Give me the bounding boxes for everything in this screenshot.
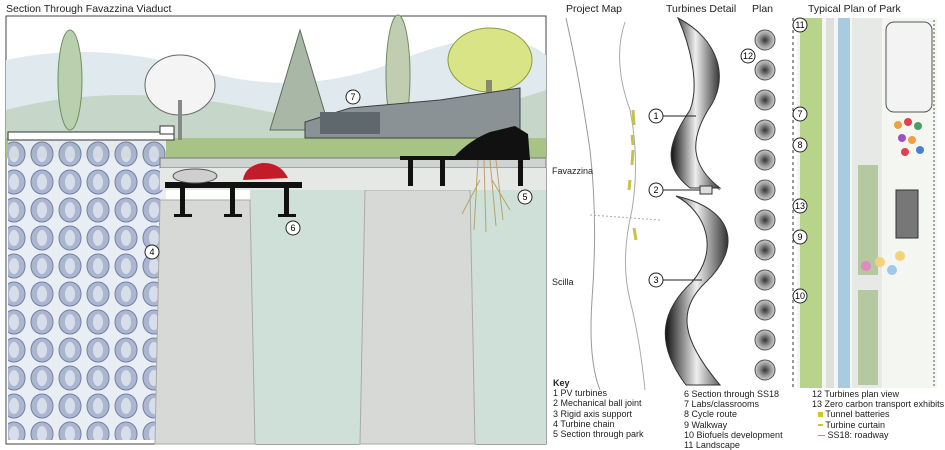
pine-tree <box>269 28 331 131</box>
svg-text:12: 12 <box>743 51 753 61</box>
turbine-upper <box>670 16 722 189</box>
plan-title: Plan <box>752 3 774 15</box>
callout-2: 2 <box>648 182 700 198</box>
key-col3: 12 Turbines plan view 13 Zero carbon tra… <box>812 389 944 440</box>
viaduct-pier-left <box>154 199 256 445</box>
transport-exhibit <box>895 189 919 239</box>
turbine-plan-circle <box>754 179 776 201</box>
svg-text:1: 1 <box>653 111 658 121</box>
turbines-detail-title: Turbines Detail <box>666 3 737 15</box>
key-item: 1 PV turbines <box>553 388 608 399</box>
grey-car <box>172 168 218 184</box>
callout-10: 10 <box>792 288 808 304</box>
key-item: 6 Section through SS18 <box>684 389 780 399</box>
turbine-lower <box>664 195 729 386</box>
park-structure <box>400 126 530 160</box>
turbine-plan-circle <box>754 239 776 261</box>
legend-item: Turbine curtain <box>812 420 944 430</box>
turbines-detail <box>664 16 729 386</box>
roadway-swatch <box>818 434 825 436</box>
viaduct-pier-right <box>359 189 476 445</box>
key-item: 13 Zero carbon transport exhibits <box>812 399 945 410</box>
callout-7: 7 <box>345 89 361 105</box>
walkway <box>826 18 834 388</box>
turbine-curtain-markers <box>627 109 638 241</box>
turbine-chain <box>8 140 166 440</box>
turbine-plan-circle <box>754 89 776 111</box>
callout-5: 5 <box>517 189 533 205</box>
building-outline <box>885 21 933 113</box>
section-view <box>5 14 547 445</box>
section-title: Section Through Favazzina Viaduct <box>6 3 172 15</box>
project-map-title: Project Map <box>566 3 623 15</box>
turbine-plan-circle <box>754 149 776 171</box>
callout-7-plan: 7 <box>792 106 808 122</box>
svg-text:10: 10 <box>795 291 805 301</box>
svg-text:4: 4 <box>149 247 154 257</box>
key-item: 3 Rigid axis support <box>553 408 633 419</box>
turbine-curtain-swatch <box>818 424 823 427</box>
key-item: 8 Cycle route <box>684 409 738 420</box>
key-col2: 6 Section through SS18 7 Labs/classrooms… <box>684 389 783 450</box>
coastline <box>565 17 601 391</box>
ss18-road-structure <box>165 182 302 188</box>
svg-text:2: 2 <box>653 185 658 195</box>
label-scilla: Scilla <box>552 277 574 287</box>
exhibit-dots <box>861 118 924 275</box>
turbine-plan-circle <box>754 299 776 321</box>
callout-1: 1 <box>648 108 696 124</box>
biofuels-plot <box>858 165 878 275</box>
key-item: 12 Turbines plan view <box>812 389 900 399</box>
svg-text:8: 8 <box>797 140 802 150</box>
cypress-tree-left <box>57 29 83 131</box>
ball-joint <box>699 185 713 195</box>
legend-item: SS18: roadway <box>812 430 944 440</box>
typical-plan-title: Typical Plan of Park <box>808 3 901 15</box>
svg-text:6: 6 <box>290 223 295 233</box>
svg-text:11: 11 <box>795 20 804 30</box>
callout-6: 6 <box>285 220 301 236</box>
key-item: 2 Mechanical ball joint <box>553 398 642 409</box>
callout-8: 8 <box>792 137 808 153</box>
project-map <box>565 17 661 391</box>
callout-3: 3 <box>648 272 702 288</box>
key-item: 11 Landscape <box>684 440 740 450</box>
key-item: 10 Biofuels development <box>684 429 783 440</box>
key-item: 4 Turbine chain <box>553 418 615 429</box>
svg-text:13: 13 <box>795 201 805 211</box>
svg-text:3: 3 <box>653 275 658 285</box>
legend-item: Tunnel batteries <box>812 409 944 419</box>
valley-water <box>250 190 370 444</box>
tunnel-batteries-swatch <box>818 412 823 418</box>
roadway-line <box>619 21 646 391</box>
key-item: 9 Walkway <box>684 419 728 430</box>
svg-text:5: 5 <box>522 192 527 202</box>
label-favazzina: Favazzina <box>552 166 594 176</box>
svg-text:9: 9 <box>797 232 802 242</box>
callout-9: 9 <box>792 229 808 245</box>
key-item: 7 Labs/classrooms <box>684 399 760 410</box>
callout-13: 13 <box>792 198 808 214</box>
callout-4: 4 <box>144 244 160 260</box>
cycle-route <box>838 18 850 388</box>
turbine-plan-circle <box>754 359 776 381</box>
key-item: 5 Section through park <box>553 429 644 440</box>
key-heading: Key <box>553 378 570 388</box>
roots-illustration <box>461 159 511 233</box>
red-car <box>243 162 288 180</box>
turbine-plan-circle <box>754 119 776 141</box>
svg-text:7: 7 <box>350 92 355 102</box>
callout-11: 11 <box>792 17 808 33</box>
turbine-plan-circle <box>754 329 776 351</box>
svg-text:7: 7 <box>797 109 802 119</box>
turbine-plan-circle <box>754 209 776 231</box>
turbine-plan-column <box>754 29 776 381</box>
turbine-plan-circle <box>754 269 776 291</box>
turbine-plan-circle <box>754 59 776 81</box>
turbine-plan-circle <box>754 29 776 51</box>
key-col1: Key 1 PV turbines 2 Mechanical ball join… <box>553 378 644 439</box>
callout-12: 12 <box>740 48 756 64</box>
park-plan <box>792 18 937 388</box>
